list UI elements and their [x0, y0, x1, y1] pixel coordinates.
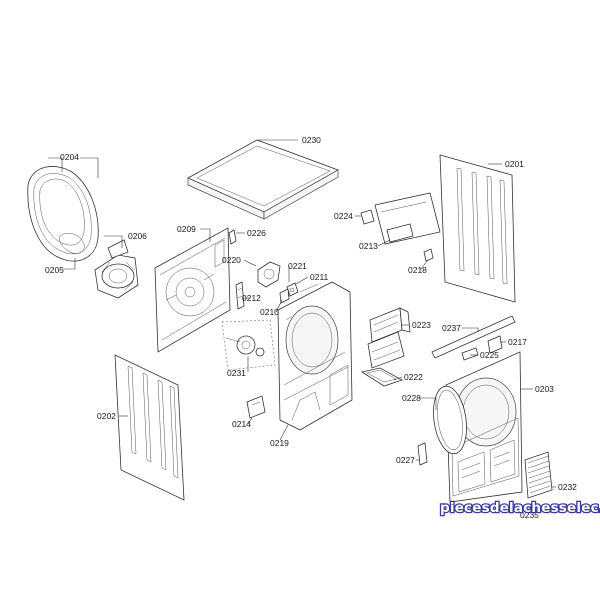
- latch-0225: [461, 347, 479, 361]
- label-0228: 0228: [402, 393, 421, 403]
- motor-bracket-0214: [246, 395, 266, 419]
- label-0218: 0218: [408, 265, 427, 275]
- door-seal-0228: [433, 385, 467, 455]
- label-0224: 0224: [334, 211, 353, 221]
- left-side-panel: [114, 354, 185, 501]
- label-0222: 0222: [404, 372, 423, 382]
- label-0237: 0237: [442, 323, 461, 333]
- drive-pulley-group: [221, 319, 276, 371]
- label-0219: 0219: [270, 438, 289, 448]
- leader-lines: [48, 139, 556, 488]
- label-0225: 0225: [480, 350, 499, 360]
- label-0210: 0210: [260, 307, 279, 317]
- label-0213: 0213: [359, 241, 378, 251]
- thermostat-0220: [257, 261, 281, 288]
- top-cover: [187, 139, 339, 220]
- base-frame-assembly: [277, 281, 353, 431]
- right-side-panel: [439, 154, 516, 303]
- front-grille: [524, 451, 553, 499]
- label-0201: 0201: [505, 159, 524, 169]
- rear-wall-panel: [154, 227, 231, 353]
- label-0226: 0226: [247, 228, 266, 238]
- label-0217: 0217: [508, 337, 527, 347]
- bearing-bracket-assembly: [360, 192, 441, 262]
- fan-motor-assembly: [94, 239, 139, 299]
- lint-filter-assembly: [360, 307, 411, 387]
- label-0214: 0214: [232, 419, 251, 429]
- sensor-0221: [286, 282, 299, 297]
- label-0205: 0205: [45, 265, 64, 275]
- label-0221: 0221: [288, 261, 307, 271]
- label-0220: 0220: [222, 255, 241, 265]
- label-0212: 0212: [242, 293, 261, 303]
- label-0235: 0235: [520, 510, 539, 520]
- clip-0226: [228, 229, 237, 245]
- part-labels: 0204 0205 0206 0230 0209 0226 0220 0221 …: [45, 135, 577, 520]
- label-0206: 0206: [128, 231, 147, 241]
- label-0231: 0231: [227, 368, 246, 378]
- label-0223: 0223: [412, 320, 431, 330]
- hinge-0217: [487, 335, 503, 354]
- label-0202: 0202: [97, 411, 116, 421]
- label-0227: 0227: [396, 455, 415, 465]
- label-0209: 0209: [177, 224, 196, 234]
- label-0230: 0230: [302, 135, 321, 145]
- site-watermark: piecesdelachesselec.com: [440, 500, 600, 516]
- label-0211: 0211: [310, 272, 329, 282]
- label-0203: 0203: [535, 384, 554, 394]
- connector-0210: [279, 288, 290, 304]
- front-panel: [445, 351, 523, 503]
- label-0204: 0204: [60, 152, 79, 162]
- top-front-strip: [431, 315, 516, 359]
- label-0232: 0232: [558, 482, 577, 492]
- sensor-bracket-0212: [235, 281, 245, 310]
- drum-seal-ring: [27, 166, 99, 262]
- clip-0227: [417, 442, 428, 466]
